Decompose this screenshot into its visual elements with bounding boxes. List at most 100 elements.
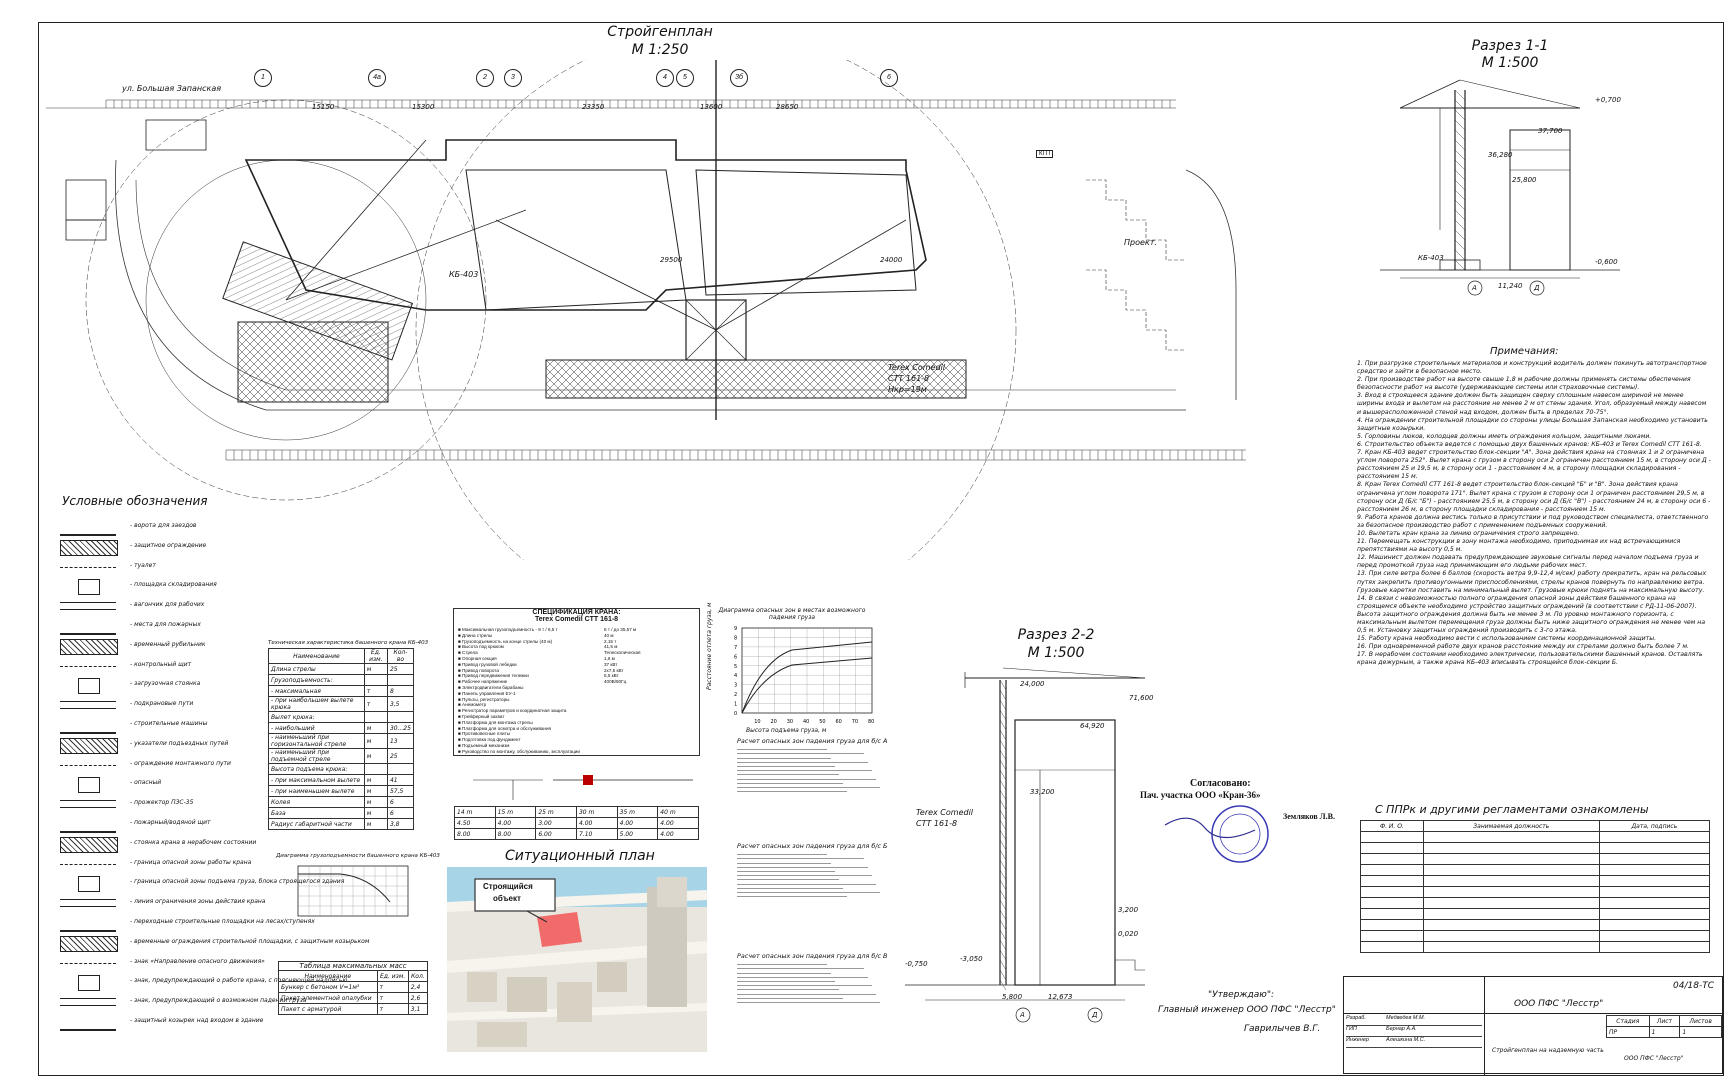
legend-symbol — [60, 619, 116, 635]
legend-label: - временный рубильник — [130, 640, 206, 648]
note-item: 5. Горловины люков, колодцев должны имет… — [1357, 432, 1652, 440]
calc-b-title: Расчет опасных зон падения груза для б/с… — [737, 842, 888, 850]
legend-label: - линия ограничения зоны действия крана — [130, 898, 266, 906]
note-item: 14. В связи с невозможностью полного огр… — [1357, 594, 1706, 635]
legend-label: - указатели подъездных путей — [130, 739, 229, 747]
section1-title: Разрез 1-1 — [1471, 38, 1549, 54]
calc-line — [737, 985, 872, 987]
table-cell: 57,5 — [386, 785, 415, 797]
calc-line — [737, 749, 827, 751]
table-cell: Колея — [268, 796, 365, 808]
table-cell — [1422, 853, 1600, 865]
table-cell: 30...25 — [386, 722, 415, 734]
axis-marker: 2 — [476, 69, 494, 87]
table-cell: м — [363, 733, 388, 749]
table-cell — [1598, 831, 1711, 843]
table-header: Лист — [1648, 1015, 1681, 1027]
table-header: Наименование — [268, 648, 365, 664]
dim-label: 13600 — [700, 103, 723, 111]
spec-row: ■ Панель управления ЕУ-1 — [458, 690, 516, 696]
s2-crane-name: Terex Comedil — [916, 808, 974, 817]
section1-scale: М 1:500 — [1481, 55, 1539, 71]
legend-symbol — [60, 764, 116, 766]
section2-scale: М 1:500 — [1027, 645, 1085, 661]
table-cell: Вылет крюка: — [268, 711, 365, 723]
s2-elev-4: 0,020 — [1118, 930, 1139, 938]
spec-row: ■ Длина стрелы — [458, 632, 493, 638]
table-cell: Высота подъема крюка: — [268, 763, 365, 775]
calc-line — [737, 791, 847, 793]
approved-name: Гаврилычев В.Г. — [1244, 1024, 1321, 1034]
legend-item: - прожектор ПЗС-35 — [60, 795, 260, 813]
legend-symbol — [60, 863, 116, 865]
legend-symbol — [60, 520, 116, 536]
dim-label: 28650 — [776, 103, 799, 111]
table-cell — [1598, 908, 1711, 920]
situation-map: Строящийся объект — [447, 867, 707, 1052]
note-item: 7. Кран КБ-403 ведет строительство блок-… — [1357, 449, 1711, 481]
table-cell: т — [376, 981, 409, 993]
notes-list: 1. При разгрузке строительных материалов… — [1357, 360, 1712, 668]
legend-symbol — [78, 876, 100, 893]
calc-line — [737, 989, 839, 991]
diagram-ylabel: Расстояние отлета груза, м — [706, 602, 713, 690]
calc-v-text — [737, 961, 905, 1006]
table-cell: м — [363, 722, 388, 734]
table-cell — [1422, 875, 1600, 887]
stamp-role: ГИП — [1346, 1026, 1357, 1032]
y-tick: 6 — [734, 654, 737, 660]
calc-line — [737, 968, 864, 970]
table-cell — [1598, 930, 1711, 942]
table-cell: 4.50 — [454, 817, 496, 829]
calc-line — [737, 980, 835, 982]
axis-marker: 4а — [368, 69, 386, 87]
legend-symbol — [60, 998, 116, 1007]
table-cell — [386, 711, 415, 723]
table-cell — [1422, 897, 1600, 909]
legend-label: - контрольный щит — [130, 660, 192, 668]
legend-item: - ограждение монтажного пути — [60, 756, 260, 774]
table-cell: 14 m — [454, 806, 496, 818]
s2-crane-model: CTT 161-8 — [916, 819, 958, 828]
table-cell: Пакет элементной опалубки — [278, 992, 378, 1004]
legend-item: - защитное ограждение — [60, 538, 260, 556]
legend-label: - защитный козырек над входом в здание — [130, 1017, 264, 1024]
legend-item: - опасный — [60, 775, 260, 794]
calc-line — [737, 778, 876, 780]
table-row — [1360, 853, 1711, 865]
spec-row: ■ Противовесные плиты — [458, 731, 511, 737]
table-cell: 4.00 — [494, 817, 537, 829]
spec-title: СПЕЦИФИКАЦИЯ КРАНА: — [532, 609, 621, 616]
legend-item: - строительные машины — [60, 716, 260, 734]
calc-line — [737, 964, 827, 966]
dim-label: 15300 — [412, 103, 435, 111]
legend-label: - знак, предупреждающий о возможном паде… — [130, 997, 307, 1005]
x-tick: 50 — [819, 719, 825, 725]
table-cell: 3,1 — [407, 1003, 429, 1015]
table-row — [1360, 875, 1711, 887]
table-cell — [1360, 919, 1424, 931]
table-cell: 40 m — [657, 806, 699, 818]
table-cell — [1598, 875, 1711, 887]
table-cell — [386, 763, 415, 775]
spec-row: ■ Рабочее напряжение — [458, 679, 508, 685]
table-cell: 4.00 — [657, 817, 699, 829]
spec-value: 2х7,5 кВт — [604, 667, 624, 673]
project-label: Проект. — [1124, 238, 1157, 247]
table-cell: 15 m — [494, 806, 537, 818]
s2-dim-top: 24,000 — [1020, 680, 1045, 688]
table-header: Ед. изм. — [376, 970, 409, 982]
legend-item: - туалет — [60, 558, 260, 576]
table-cell: м — [363, 785, 388, 797]
table-row — [1360, 941, 1711, 953]
table-cell — [1360, 941, 1424, 953]
agreed-title: Согласовано: — [1190, 778, 1251, 789]
terex-model: CTT 161-8 — [888, 374, 930, 383]
x-tick: 80 — [868, 719, 874, 725]
